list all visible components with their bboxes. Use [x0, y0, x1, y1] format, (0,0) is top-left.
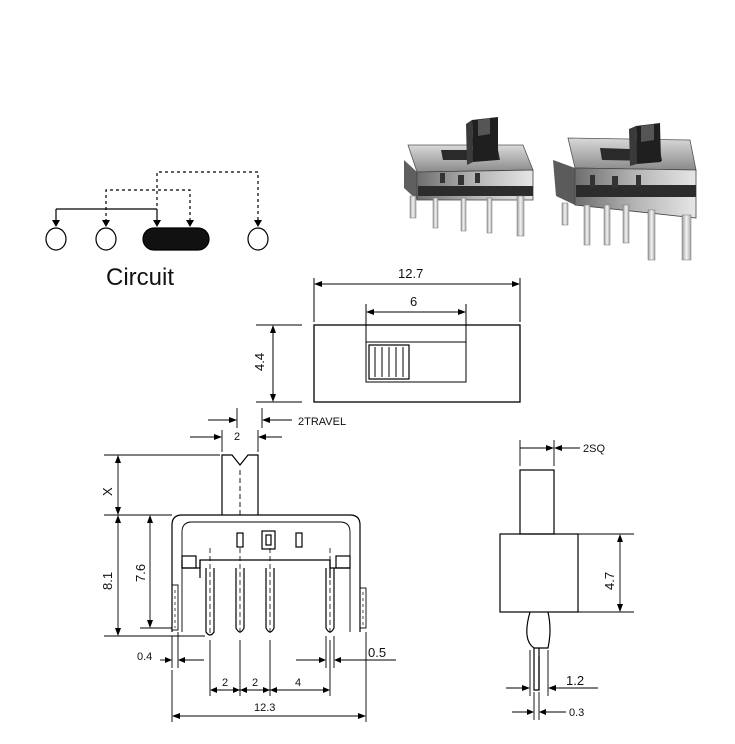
dim-side-body-height-label: 4.7: [602, 572, 617, 590]
circuit-symbol: [45, 171, 269, 251]
dim-slot-label: 6: [410, 294, 417, 309]
contact-1-icon: [45, 227, 67, 251]
contact-2-icon: [95, 227, 117, 251]
dim-actuator-height-label: X: [100, 487, 115, 496]
circuit-label: Circuit: [106, 264, 174, 291]
dim-body-height-label: 7.6: [133, 564, 148, 582]
dim-pin-width-label: 0.5: [368, 645, 386, 660]
front-view: [104, 408, 396, 722]
dim-travel-label: 2TRAVEL: [298, 416, 346, 428]
dim-pitch-2-label: 2: [252, 677, 258, 689]
dim-pitch-1-label: 2: [222, 677, 228, 689]
dim-total-height-label: 8.1: [100, 572, 115, 590]
dim-height-label: 4.4: [252, 353, 267, 371]
dim-actuator-width-label: 2: [234, 431, 240, 443]
switch-photo-right: [553, 123, 697, 261]
top-view: [256, 278, 521, 403]
dim-actuator-sq-label: 2SQ: [583, 443, 605, 455]
dim-side-pin-width-label: 1.2: [566, 673, 584, 688]
contact-4-icon: [247, 227, 269, 251]
dim-total-width-label: 12.3: [254, 702, 275, 714]
dim-pitch-3-label: 4: [295, 677, 301, 689]
side-view: [499, 440, 634, 720]
dim-width-label: 12.7: [398, 266, 423, 281]
dim-side-pin-thickness-label: 0.3: [569, 707, 584, 719]
slide-switch-photo: [404, 117, 697, 261]
switch-photo-left: [404, 117, 534, 237]
slider-contact-icon: [142, 227, 210, 251]
dim-lug-thickness-label: 0.4: [137, 651, 152, 663]
